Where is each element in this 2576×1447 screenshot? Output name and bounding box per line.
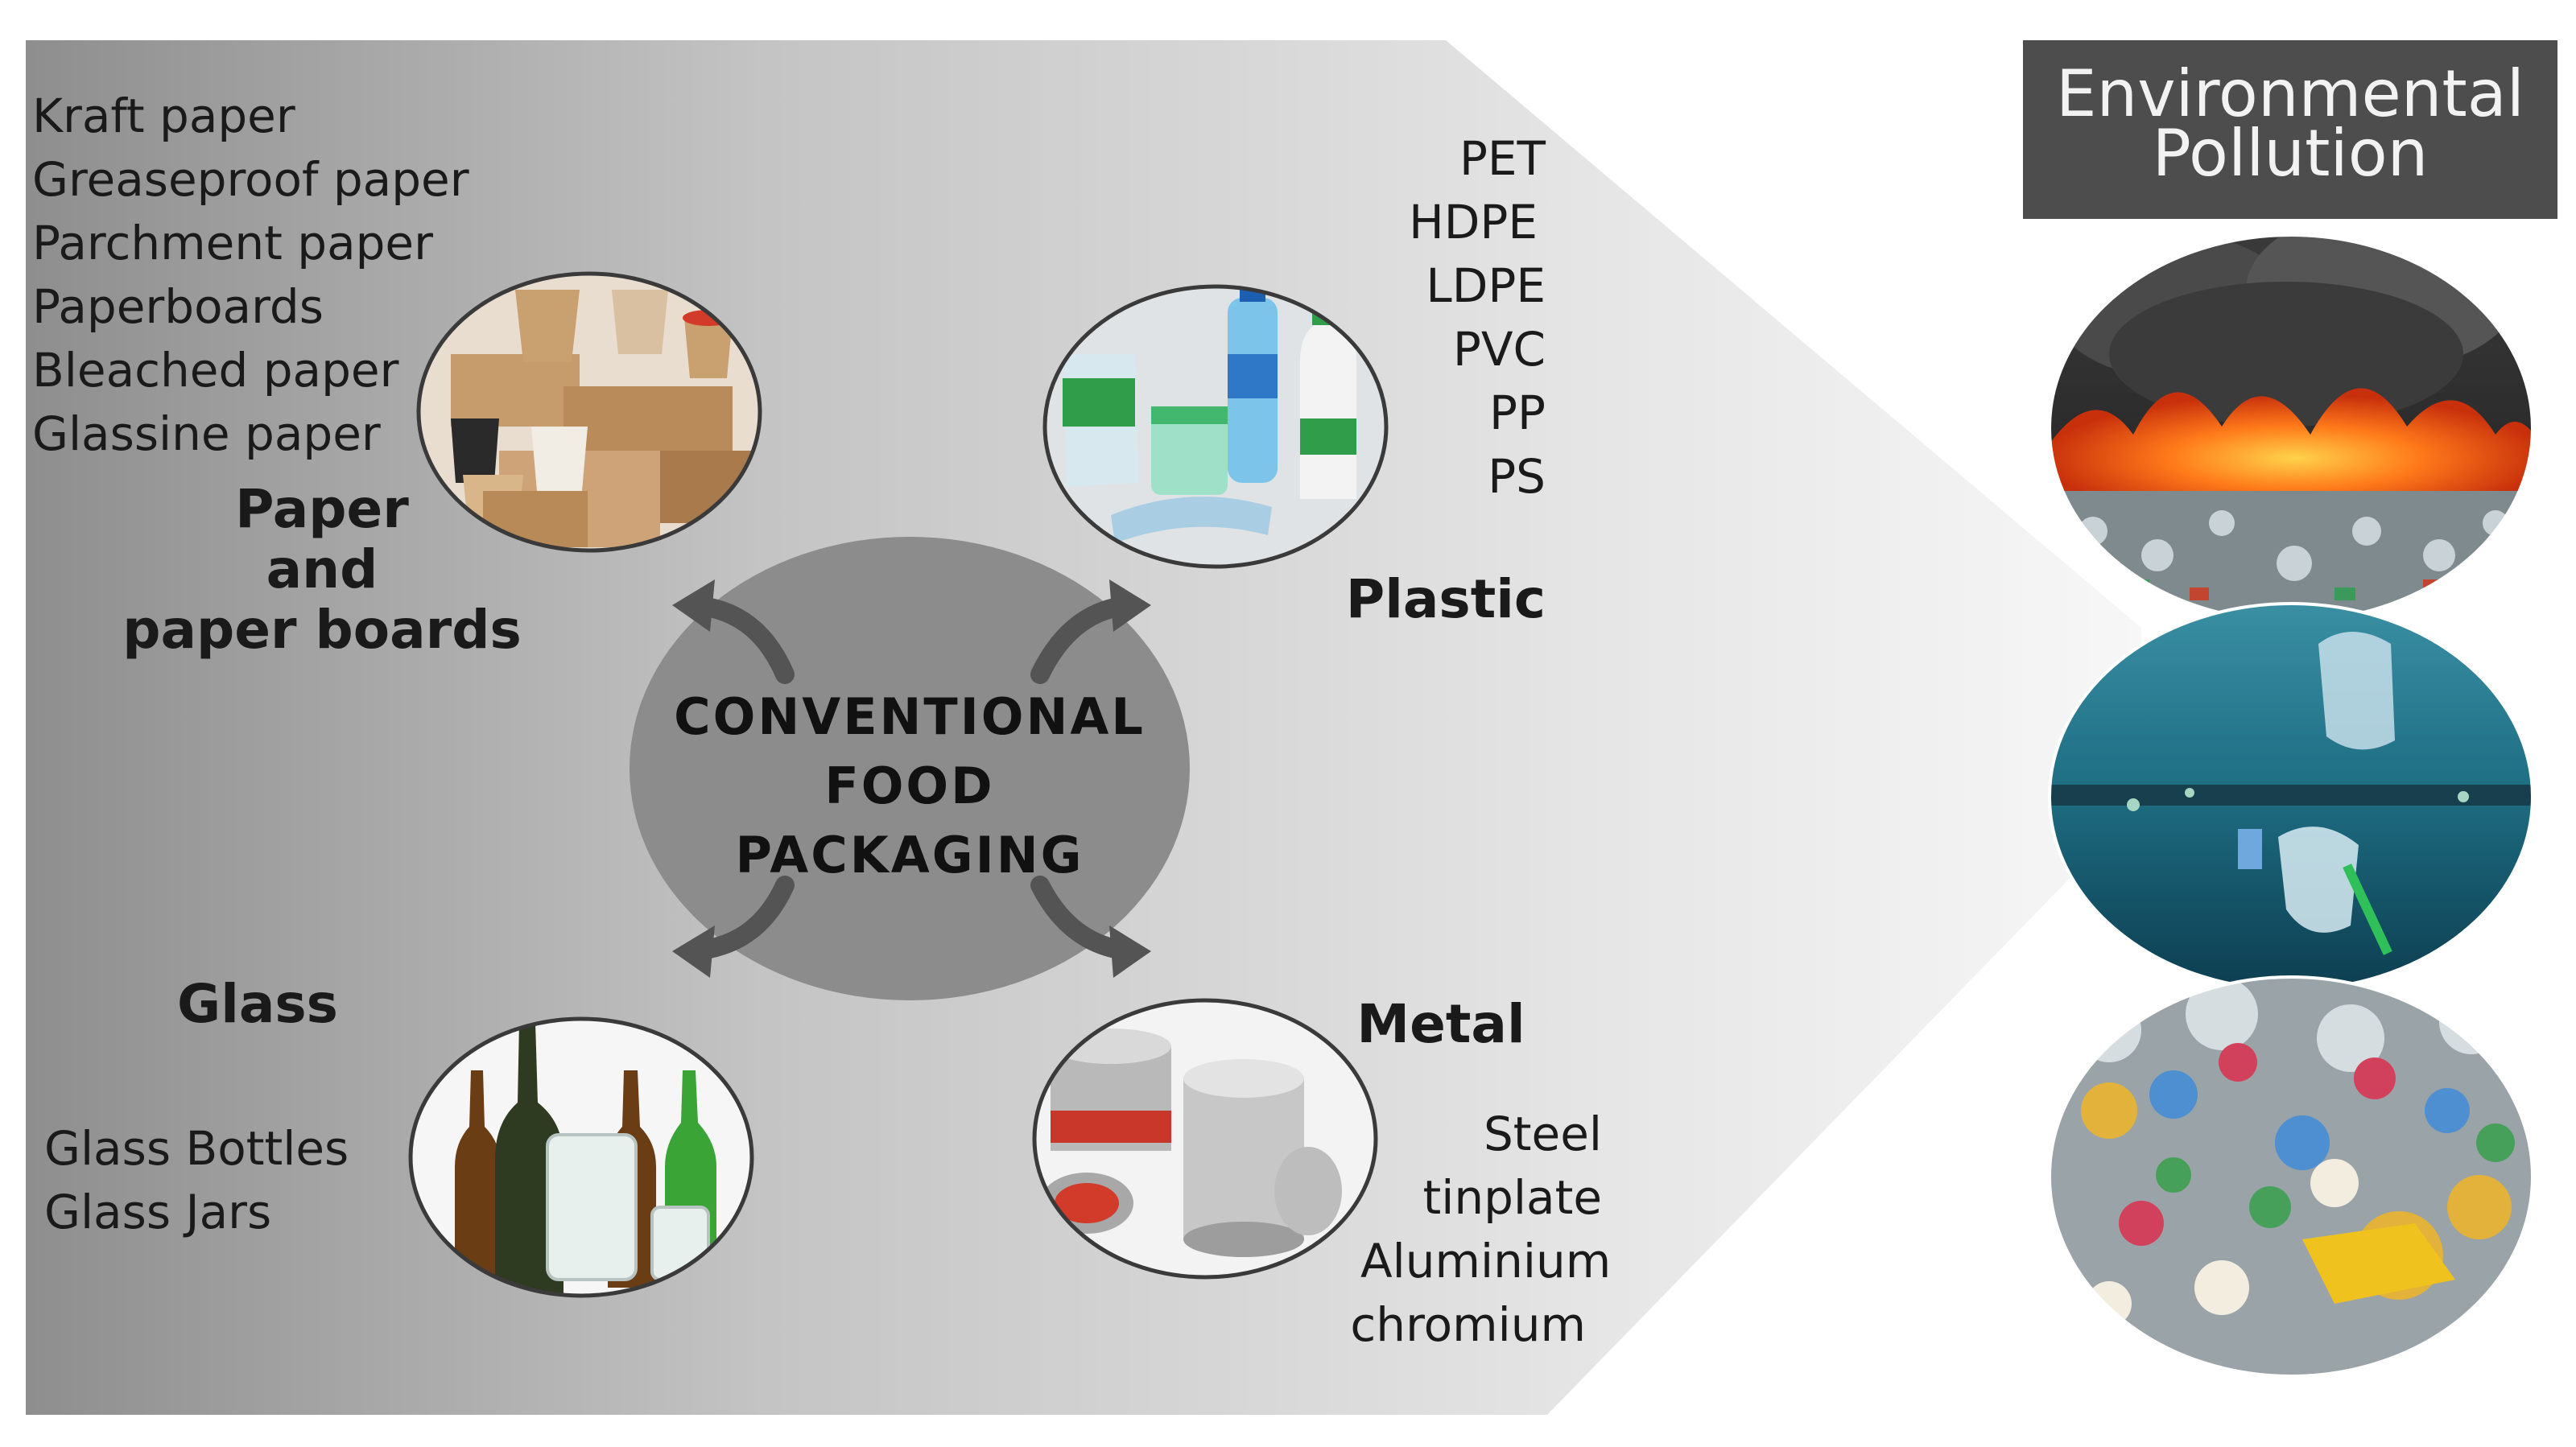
ocean-pollution-image (2048, 602, 2534, 991)
glass-heading: Glass (177, 973, 338, 1035)
pollution-title-line2: Pollution (2152, 116, 2429, 191)
paper-item-5: Bleached paper (32, 343, 399, 398)
paper-item-3: Parchment paper (32, 216, 433, 270)
metal-heading: Metal (1356, 993, 1525, 1055)
plastic-heading: Plastic (1345, 568, 1546, 630)
paper-heading-line1: Paper (235, 478, 409, 540)
fire-pollution-image (2048, 233, 2534, 623)
metal-item-3: Aluminium (1360, 1234, 1612, 1288)
paper-item-6: Glassine paper (32, 406, 381, 461)
plastic-item-3: LDPE (1426, 258, 1546, 313)
paper-item-1: Kraft paper (32, 89, 295, 143)
plastic-image (1042, 284, 1389, 569)
trash-pollution-image (2048, 975, 2534, 1378)
paper-item-4: Paperboards (32, 279, 324, 334)
metal-item-4: chromium (1350, 1297, 1586, 1352)
plastic-item-5: PP (1489, 385, 1546, 440)
paper-heading-line2: and (266, 538, 378, 600)
pollution-title-line1: Environmental (2055, 56, 2525, 131)
glass-image (408, 1016, 754, 1298)
plastic-item-4: PVC (1452, 322, 1546, 377)
plastic-item-1: PET (1459, 131, 1546, 186)
center-title: CONVENTIONAL FOOD PACKAGING (662, 682, 1158, 890)
pollution-title-box: Environmental Pollution (2023, 40, 2557, 219)
paper-heading-line3: paper boards (122, 599, 522, 661)
metal-image (1032, 998, 1378, 1280)
metal-item-1: Steel (1483, 1107, 1602, 1161)
center-title-line1: CONVENTIONAL (674, 687, 1146, 746)
glass-item-1: Glass Bottles (44, 1121, 349, 1176)
plastic-item-2: HDPE (1409, 195, 1538, 249)
plastic-item-6: PS (1488, 449, 1546, 504)
arrow-heads (672, 579, 1151, 978)
paper-item-2: Greaseproof paper (32, 152, 469, 207)
center-title-line2: FOOD (824, 756, 995, 815)
paper-image (416, 271, 762, 553)
metal-item-2: tinplate (1422, 1170, 1602, 1225)
glass-item-2: Glass Jars (44, 1185, 272, 1239)
center-title-line3: PACKAGING (735, 826, 1084, 884)
